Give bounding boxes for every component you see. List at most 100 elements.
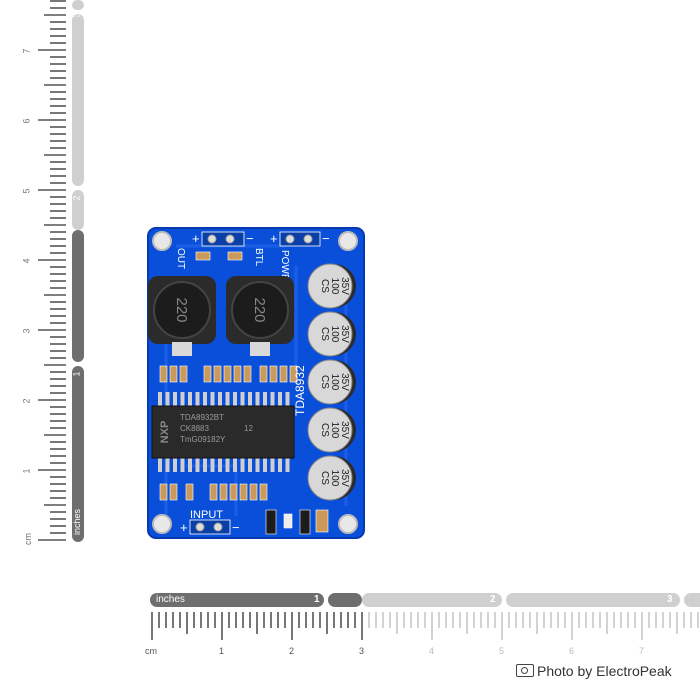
chip-code: 12 [244, 424, 253, 433]
vertical-cm-label-4: 4 [21, 258, 32, 264]
capacitor-label: 35V [339, 277, 350, 295]
power-plus-label: + [270, 231, 278, 246]
out-terminal: + − [192, 231, 254, 247]
chip-pin [225, 392, 230, 406]
smd-component [289, 365, 298, 383]
power-minus-label: − [322, 231, 330, 246]
horizontal-inch-label-1: 1 [314, 594, 320, 605]
vertical-inch-label-1: 1 [71, 371, 82, 377]
amplifier-board: + − + − OUT BTL POWER 220 220 35V100CS35… [147, 227, 365, 539]
vertical-inch-label-3: 3 [71, 12, 82, 18]
chip-pin [203, 458, 207, 472]
horizontal-inches-unit: inches [156, 594, 185, 605]
horizontal-cm-label-4: 4 [429, 646, 435, 656]
smd-component [169, 365, 178, 383]
vertical-cm-label-5: 5 [21, 188, 32, 194]
smd-component [213, 365, 222, 383]
input-plus-label: + [180, 520, 188, 535]
chip-pin [218, 392, 222, 406]
chip-silk-label: TDA8932 [293, 365, 307, 416]
capacitor-label: 35V [339, 421, 350, 439]
chip-brand: NXP [159, 421, 171, 444]
capacitor-label: CS [319, 279, 330, 293]
chip-pin [255, 458, 260, 472]
chip-pin [210, 458, 215, 472]
vertical-inch-bar-3 [72, 0, 84, 10]
chip-line2: CK8883 [180, 424, 209, 433]
capacitor-label: 100 [329, 422, 340, 439]
chip-pin [195, 458, 200, 472]
smd-component [169, 483, 178, 501]
smd-component [159, 365, 168, 383]
chip-pin [225, 458, 230, 472]
chip-pin [188, 392, 192, 406]
capacitor-label: CS [319, 327, 330, 341]
chip-pin [188, 458, 192, 472]
chip-pin [158, 458, 162, 472]
horizontal-cm-label-5: 5 [499, 646, 505, 656]
capacitor-label: CS [319, 471, 330, 485]
smd-component [179, 365, 188, 383]
horizontal-inch-bar-1-dark [328, 593, 362, 607]
chip-pin [255, 392, 260, 406]
vertical-inch-label-2: 2 [71, 195, 82, 201]
capacitor-label: 100 [329, 470, 340, 487]
vertical-inch-bar-0 [72, 366, 84, 542]
smd-component [229, 483, 238, 501]
chip-pin [158, 392, 162, 406]
vertical-inch-bar-1-dark [72, 230, 84, 362]
vertical-inch-bar-1-light [72, 190, 84, 230]
smd-component [279, 365, 288, 383]
smd-component [243, 365, 252, 383]
chip-line3: TmG09182Y [180, 435, 226, 444]
photo-credit: Photo by ElectroPeak [516, 663, 672, 679]
horizontal-ruler-ticks [151, 612, 699, 640]
chip-pin [173, 392, 177, 406]
input-terminal: + − INPUT [180, 509, 240, 535]
smd-component [259, 365, 268, 383]
power-terminal: + − [270, 231, 330, 247]
mounting-hole-tl [152, 231, 172, 251]
vertical-cm-label-1: 1 [21, 468, 32, 474]
chip-line1: TDA8932BT [180, 413, 224, 422]
capacitor-label: CS [319, 375, 330, 389]
chip-pin [180, 392, 185, 406]
input-minus-label: − [232, 520, 240, 535]
inductor-left-label: 220 [173, 297, 190, 322]
vertical-cm-label-2: 2 [21, 398, 32, 404]
btl-label: BTL [253, 248, 264, 267]
vertical-cm-label-3: 3 [21, 328, 32, 334]
horizontal-inch-bar-2 [506, 593, 680, 607]
chip-pin [195, 392, 200, 406]
chip-pin [263, 392, 267, 406]
smd-component [203, 365, 212, 383]
horizontal-cm-label-1: 1 [219, 646, 225, 656]
smd-component [259, 483, 268, 501]
horizontal-inch-bar-3 [684, 593, 700, 607]
chip-pin [203, 392, 207, 406]
horizontal-inch-bar-1-light [362, 593, 502, 607]
chip-pin [240, 392, 245, 406]
mounting-hole-br [338, 514, 358, 534]
smd-component [219, 483, 228, 501]
mounting-hole-bl [152, 514, 172, 534]
smd-component [159, 483, 168, 501]
out-label: OUT [175, 248, 186, 269]
tda8932-chip: TDA8932BT CK8883 TmG09182Y 12 NXP [151, 392, 295, 472]
vertical-cm-unit: cm [23, 533, 33, 545]
smd-component [239, 483, 248, 501]
chip-pin [240, 458, 245, 472]
out-plus-label: + [192, 231, 200, 246]
capacitor-label: 100 [329, 374, 340, 391]
chip-pin [248, 458, 252, 472]
chip-pin [278, 458, 282, 472]
chip-pin [233, 458, 237, 472]
horizontal-inch-label-3: 3 [667, 594, 673, 605]
vertical-cm-label-7: 7 [21, 48, 32, 54]
